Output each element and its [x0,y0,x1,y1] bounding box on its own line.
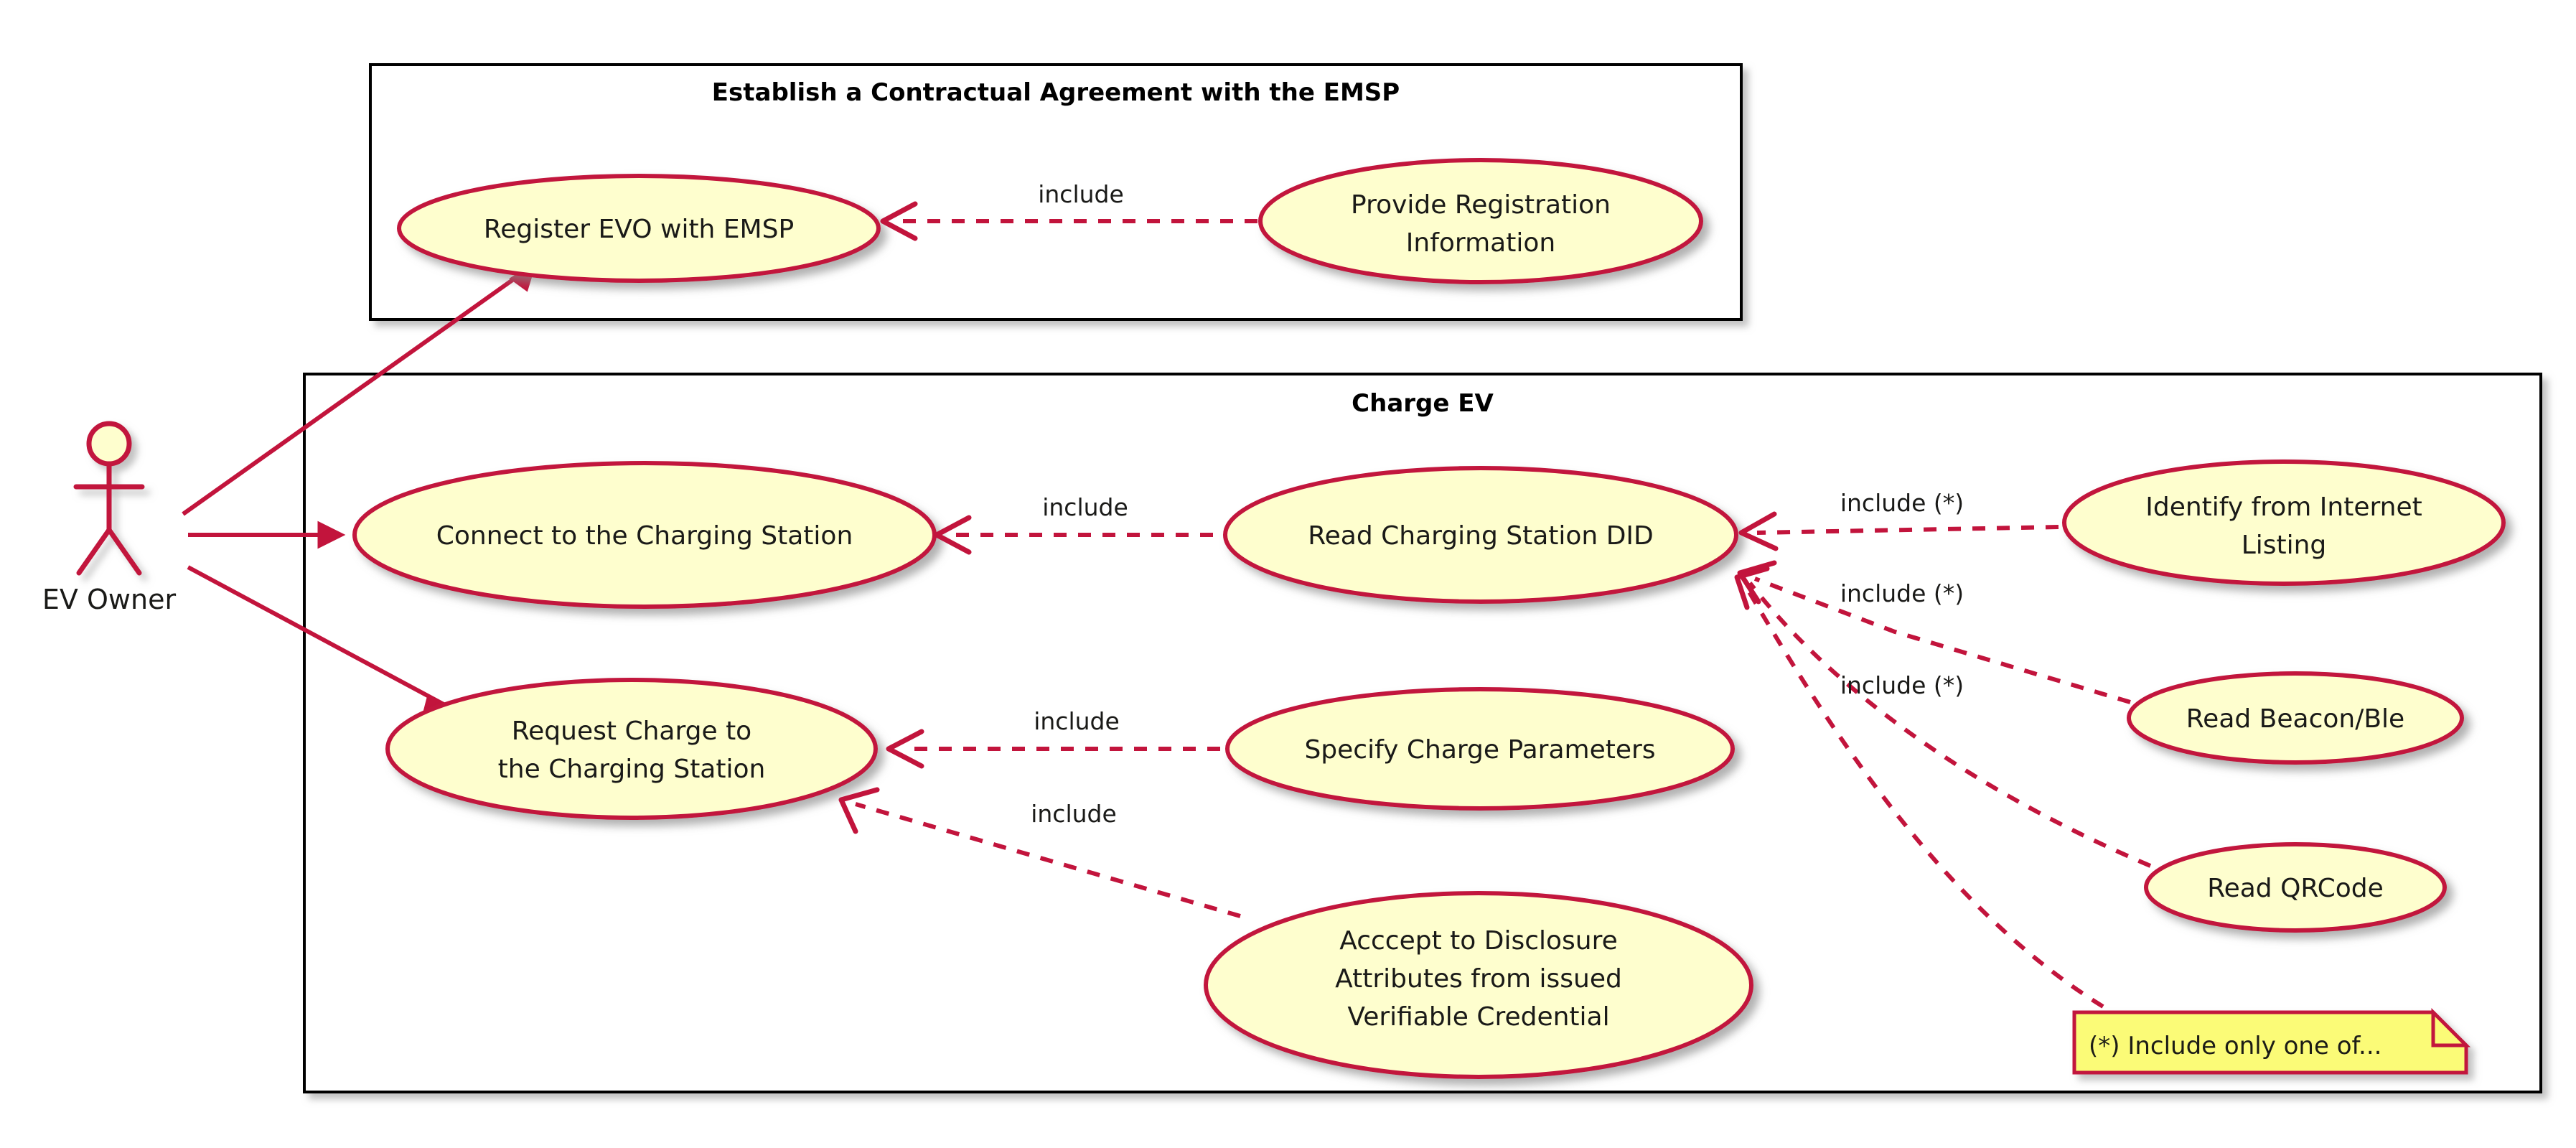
include-label-2: include [1042,493,1128,521]
include-star-arrowhead-2 [1737,560,1777,605]
usecase-read-beacon-ble[interactable]: Read Beacon/Ble [2127,671,2464,765]
note-include-only-one: (*) Include only one of... [2072,1007,2471,1075]
include-arrowhead-3 [886,729,924,769]
usecase-shape-request-charge [385,678,878,820]
include-arrowhead-2 [934,515,972,555]
note-shape [2072,1010,2468,1075]
usecase-read-qrcode[interactable]: Read QRCode [2144,842,2447,933]
usecase-shape-read-beacon [2127,671,2464,765]
usecase-label-connect-station: Connect to the Charging Station [436,521,853,551]
usecase-label-identify-internet-line1: Identify from Internet [2145,493,2422,522]
include-star-arrowhead-1 [1738,511,1779,551]
usecase-shape-register-evo [397,174,881,283]
usecase-request-charge-to-the-charging-station[interactable]: Request Charge to the Charging Station [385,678,878,820]
include-star-label-3: include (*) [1840,671,1964,699]
include-star-line-3 [1748,582,2152,868]
usecase-identify-from-internet-listing[interactable]: Identify from Internet Listing [2062,459,2506,586]
usecase-shape-identify-internet [2062,459,2506,586]
association-arrowhead-2 [317,521,346,549]
usecase-label-accept-disclosure-line1: Acccept to Disclosure [1339,926,1618,956]
usecase-label-provide-reg-info-line1: Provide Registration [1351,190,1611,220]
include-edge-disclosure-to-request: include [838,787,1241,918]
include-edge-specify-to-request: include [886,707,1220,769]
include-star-label-2: include (*) [1840,579,1964,607]
actor-label-ev-owner: EV Owner [42,584,177,615]
association-owner-to-connect [188,521,346,549]
include-edge-qrcode-to-readdid: include (*) [1734,566,2152,868]
usecase-label-accept-disclosure-line2: Attributes from issued [1335,964,1622,994]
include-edge-beacon-to-readdid: include (*) [1737,560,2131,704]
note-fold-corner-icon [2431,1007,2471,1047]
include-star-arrowhead-3 [1734,566,1770,610]
association-line-1 [182,262,536,516]
usecase-shape-read-station-did [1223,466,1738,604]
include-edge-identify-to-readdid: include (*) [1738,489,2059,551]
include-star-label-1: include (*) [1840,489,1964,517]
usecase-label-register-evo: Register EVO with EMSP [484,215,794,244]
actor-leg-left-icon [76,527,112,576]
usecase-read-charging-station-did[interactable]: Read Charging Station DID [1223,466,1738,604]
actor-head-icon [86,421,132,467]
note-link-to-readdid [1743,584,2104,1009]
usecase-label-specify-params: Specify Charge Parameters [1304,735,1655,765]
usecase-label-read-beacon: Read Beacon/Ble [2186,704,2404,734]
include-star-line-1 [1756,525,2059,535]
usecase-shape-specify-params [1225,687,1735,811]
usecase-label-request-charge-line1: Request Charge to [512,717,751,746]
usecase-connect-to-the-charging-station[interactable]: Connect to the Charging Station [352,461,937,609]
usecase-label-request-charge-line2: the Charging Station [498,755,766,784]
package-title-charge-ev: Charge EV [1352,389,1494,418]
note-link-line [1743,584,2104,1009]
include-arrowhead-1 [880,201,918,241]
include-line-4 [855,802,1241,918]
usecase-provide-registration-information[interactable]: Provide Registration Information [1258,158,1703,284]
include-label-1: include [1038,180,1124,208]
usecase-shape-read-qrcode [2144,842,2447,933]
note-text: (*) Include only one of... [2089,1032,2381,1060]
usecase-specify-charge-parameters[interactable]: Specify Charge Parameters [1225,687,1735,811]
association-line-3 [187,565,446,707]
usecase-acccept-to-disclosure-attributes[interactable]: Acccept to Disclosure Attributes from is… [1204,891,1753,1079]
package-title-contract: Establish a Contractual Agreement with t… [712,78,1400,107]
include-star-line-2 [1753,577,2131,704]
include-edge-provide-to-register: include [880,180,1257,241]
actor-leg-right-icon [106,527,142,576]
usecase-label-provide-reg-info-line2: Information [1406,228,1555,258]
include-edge-readdid-to-connect: include [934,493,1213,555]
include-arrowhead-4 [838,787,880,834]
include-label-3: include [1034,707,1120,735]
usecase-label-identify-internet-line2: Listing [2242,531,2327,560]
usecase-shape-accept-disclosure [1204,891,1753,1079]
usecase-shape-provide-reg-info [1258,158,1703,284]
include-label-4: include [1031,800,1117,828]
usecase-label-read-station-did: Read Charging Station DID [1308,521,1654,551]
actor-ev-owner[interactable] [73,421,145,576]
usecase-label-accept-disclosure-line3: Verifiable Credential [1347,1002,1609,1032]
usecase-register-evo-with-emsp[interactable]: Register EVO with EMSP [397,174,881,283]
usecase-label-read-qrcode: Read QRCode [2207,874,2384,903]
